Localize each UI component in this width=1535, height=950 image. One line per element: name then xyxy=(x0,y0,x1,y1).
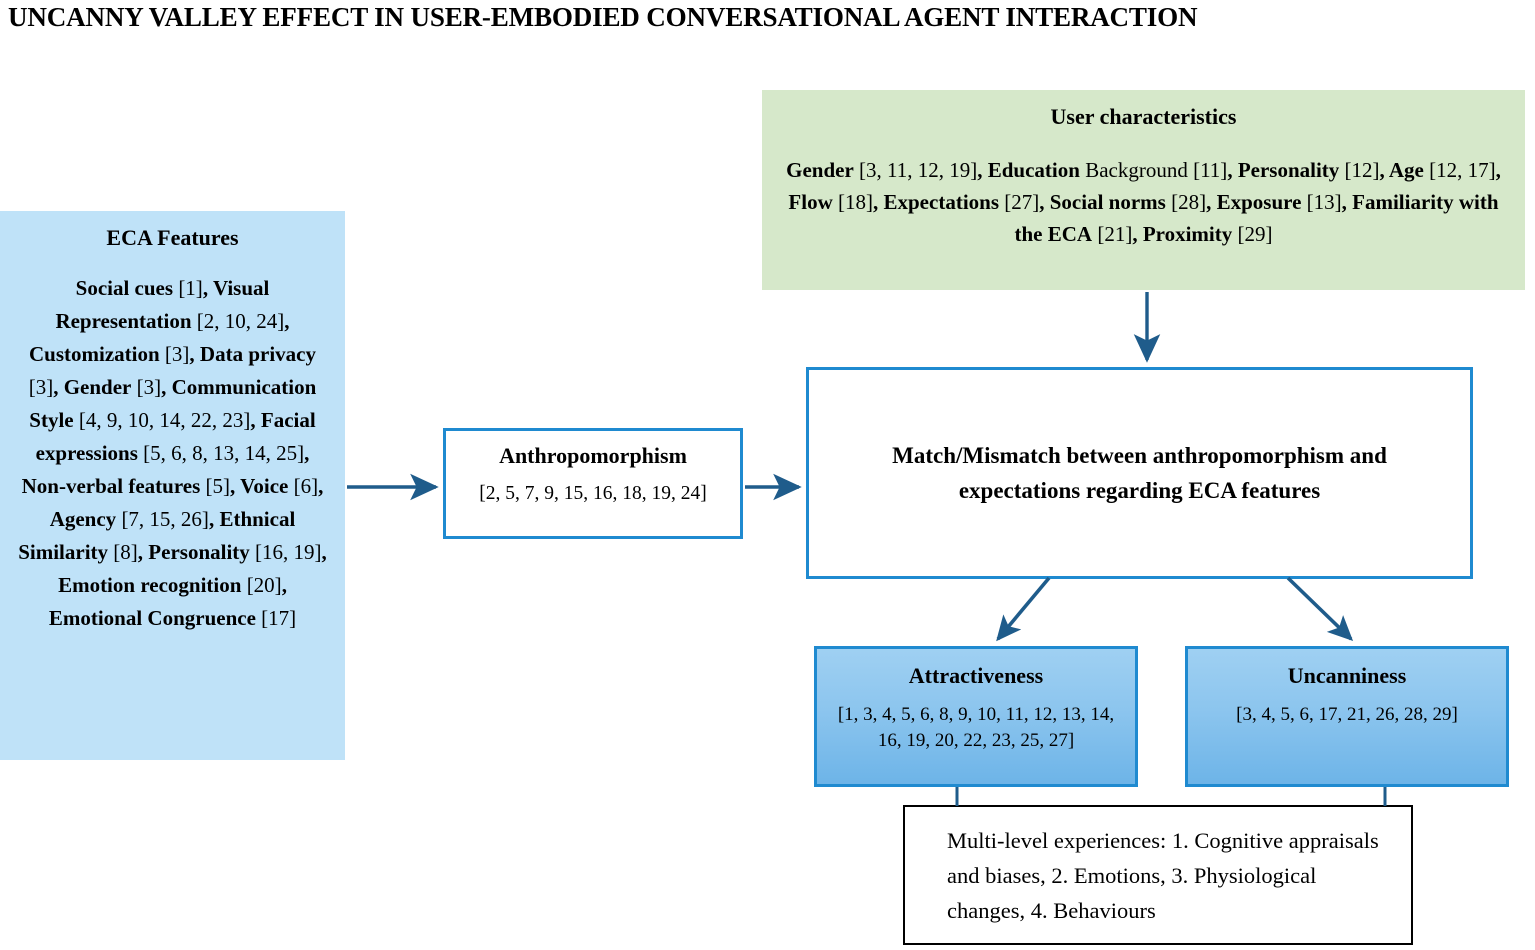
citation-reference: [8] xyxy=(108,540,138,564)
term-label: Non-verbal features xyxy=(21,474,201,498)
term-label: Proximity xyxy=(1142,222,1233,246)
citation-reference: [3] xyxy=(28,375,54,399)
eca-features-box: ECA Features Social cues [1], Visual Rep… xyxy=(0,211,345,760)
term-label: Personality xyxy=(148,540,250,564)
citation-reference: [3] xyxy=(131,375,162,399)
list-separator: , xyxy=(53,375,64,399)
list-separator: , xyxy=(1341,190,1353,214)
term-label: Age xyxy=(1388,158,1424,182)
term-label: Facial expressions xyxy=(35,408,316,465)
list-separator: , xyxy=(284,309,290,333)
term-label: Communication Style xyxy=(29,375,317,432)
anthropomorphism-citations: [2, 5, 7, 9, 15, 16, 18, 19, 24] xyxy=(479,483,707,504)
arrow-match-to-uncanniness xyxy=(1286,576,1354,642)
attractiveness-box: Attractiveness [1, 3, 4, 5, 6, 8, 9, 10,… xyxy=(814,646,1138,787)
uncanniness-box: Uncanniness [3, 4, 5, 6, 17, 21, 26, 28,… xyxy=(1185,646,1509,787)
citation-reference: [13] xyxy=(1301,190,1342,214)
term-label: Personality xyxy=(1237,158,1340,182)
term-plain-suffix: Background xyxy=(1079,158,1188,182)
term-label: Flow xyxy=(788,190,833,214)
citation-reference: [6] xyxy=(288,474,319,498)
citation-reference: [12] xyxy=(1339,158,1380,182)
citation-reference: [4, 9, 10, 14, 22, 23] xyxy=(73,408,251,432)
citation-reference: [3] xyxy=(159,342,190,366)
list-separator: , xyxy=(230,474,241,498)
multi-level-experiences-callout: Multi-level experiences: 1. Cognitive ap… xyxy=(903,805,1413,945)
eca-features-list: Social cues [1], Visual Representation [… xyxy=(10,272,335,635)
citation-reference: [18] xyxy=(832,190,873,214)
list-separator: , xyxy=(321,540,327,564)
citation-reference: [21] xyxy=(1092,222,1133,246)
term-label: Emotional Congruence xyxy=(48,606,256,630)
page-title: UNCANNY VALLEY EFFECT IN USER-EMBODIED C… xyxy=(8,1,1198,32)
term-label: Data privacy xyxy=(199,342,316,366)
citation-reference: [12, 17] xyxy=(1423,158,1496,182)
list-separator: , xyxy=(189,342,200,366)
citation-reference: [3, 11, 12, 19] xyxy=(853,158,978,182)
term-label: Familiarity with the ECA xyxy=(1014,190,1499,246)
term-label: Voice xyxy=(240,474,289,498)
match-mismatch-box: Match/Mismatch between anthropomorphism … xyxy=(806,367,1473,579)
term-label: Education xyxy=(987,158,1080,182)
list-separator: , xyxy=(304,441,310,465)
list-separator: , xyxy=(250,408,261,432)
list-separator: , xyxy=(1206,190,1217,214)
attractiveness-title: Attractiveness xyxy=(908,663,1044,688)
list-separator: , xyxy=(1132,222,1143,246)
eca-features-title: ECA Features xyxy=(106,225,239,250)
match-mismatch-title: Match/Mismatch between anthropomorphism … xyxy=(892,443,1387,503)
list-separator: , xyxy=(1039,190,1050,214)
anthropomorphism-box: Anthropomorphism [2, 5, 7, 9, 15, 16, 18… xyxy=(443,428,743,539)
term-label: Emotion recognition xyxy=(58,573,242,597)
term-label: Ethnical Similarity xyxy=(18,507,296,564)
list-separator: , xyxy=(318,474,324,498)
term-label: Social cues xyxy=(75,276,174,300)
citation-reference: [5, 6, 8, 13, 14, 25] xyxy=(137,441,305,465)
list-separator: , xyxy=(873,190,884,214)
citation-reference: [2, 10, 24] xyxy=(191,309,285,333)
term-label: Customization xyxy=(29,342,160,366)
term-label: Social norms xyxy=(1049,190,1166,214)
list-separator: , xyxy=(137,540,149,564)
citation-reference: [7, 15, 26] xyxy=(116,507,209,531)
arrow-match-to-attractiveness xyxy=(996,576,1051,642)
citation-reference: [20] xyxy=(241,573,282,597)
list-separator: , xyxy=(977,158,988,182)
term-label: Agency xyxy=(49,507,117,531)
list-separator: , xyxy=(1227,158,1238,182)
citation-reference: [11] xyxy=(1187,158,1228,182)
list-separator: , xyxy=(202,276,213,300)
term-label: Gender xyxy=(786,158,854,182)
term-label: Exposure xyxy=(1216,190,1302,214)
user-characteristics-title: User characteristics xyxy=(1050,104,1237,129)
user-characteristics-box: User characteristics Gender [3, 11, 12, … xyxy=(762,90,1525,290)
attractiveness-citations: [1, 3, 4, 5, 6, 8, 9, 10, 11, 12, 13, 14… xyxy=(837,704,1115,751)
citation-reference: [29] xyxy=(1232,222,1273,246)
citation-reference: [17] xyxy=(255,606,297,630)
list-separator: , xyxy=(1495,158,1501,182)
term-label: Visual Representation xyxy=(55,276,270,333)
citation-reference: [27] xyxy=(999,190,1040,214)
anthropomorphism-title: Anthropomorphism xyxy=(499,443,687,468)
citation-reference: [5] xyxy=(200,474,231,498)
list-separator: , xyxy=(281,573,287,597)
multi-level-experiences-text: Multi-level experiences: 1. Cognitive ap… xyxy=(947,827,1379,923)
citation-reference: [16, 19] xyxy=(249,540,322,564)
list-separator: , xyxy=(161,375,172,399)
uncanniness-title: Uncanniness xyxy=(1287,663,1407,688)
citation-reference: [28] xyxy=(1165,190,1207,214)
list-separator: , xyxy=(1379,158,1389,182)
citation-reference: [1] xyxy=(173,276,203,300)
term-label: Gender xyxy=(63,375,132,399)
term-label: Expectations xyxy=(883,190,1000,214)
list-separator: , xyxy=(208,507,220,531)
uncanniness-citations: [3, 4, 5, 6, 17, 21, 26, 28, 29] xyxy=(1236,704,1458,725)
user-characteristics-list: Gender [3, 11, 12, 19], Education Backgr… xyxy=(780,154,1507,250)
